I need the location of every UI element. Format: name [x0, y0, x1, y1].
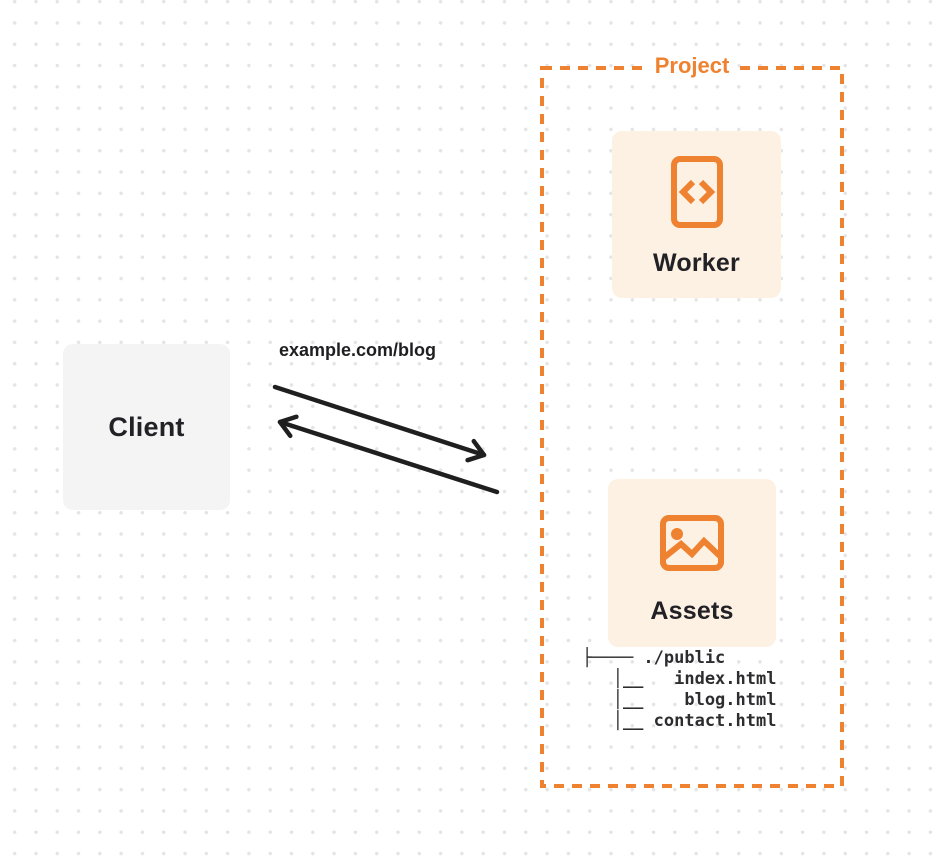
code-file-icon — [670, 156, 723, 228]
assets-file-tree: ├──── ./public │__ index.html │__ blog.h… — [582, 648, 777, 731]
client-label: Client — [108, 411, 185, 442]
worker-card: Worker — [612, 131, 781, 298]
request-url-label: example.com/blog — [279, 340, 437, 360]
client-card: Client — [63, 344, 230, 510]
project-boundary: Project Worker — [540, 53, 844, 788]
response-arrow — [277, 414, 500, 495]
assets-label: Assets — [650, 597, 734, 625]
image-icon — [660, 515, 724, 571]
assets-card: Assets — [608, 479, 776, 647]
request-arrow — [272, 384, 487, 463]
worker-label: Worker — [653, 249, 740, 277]
project-label: Project — [646, 53, 738, 79]
